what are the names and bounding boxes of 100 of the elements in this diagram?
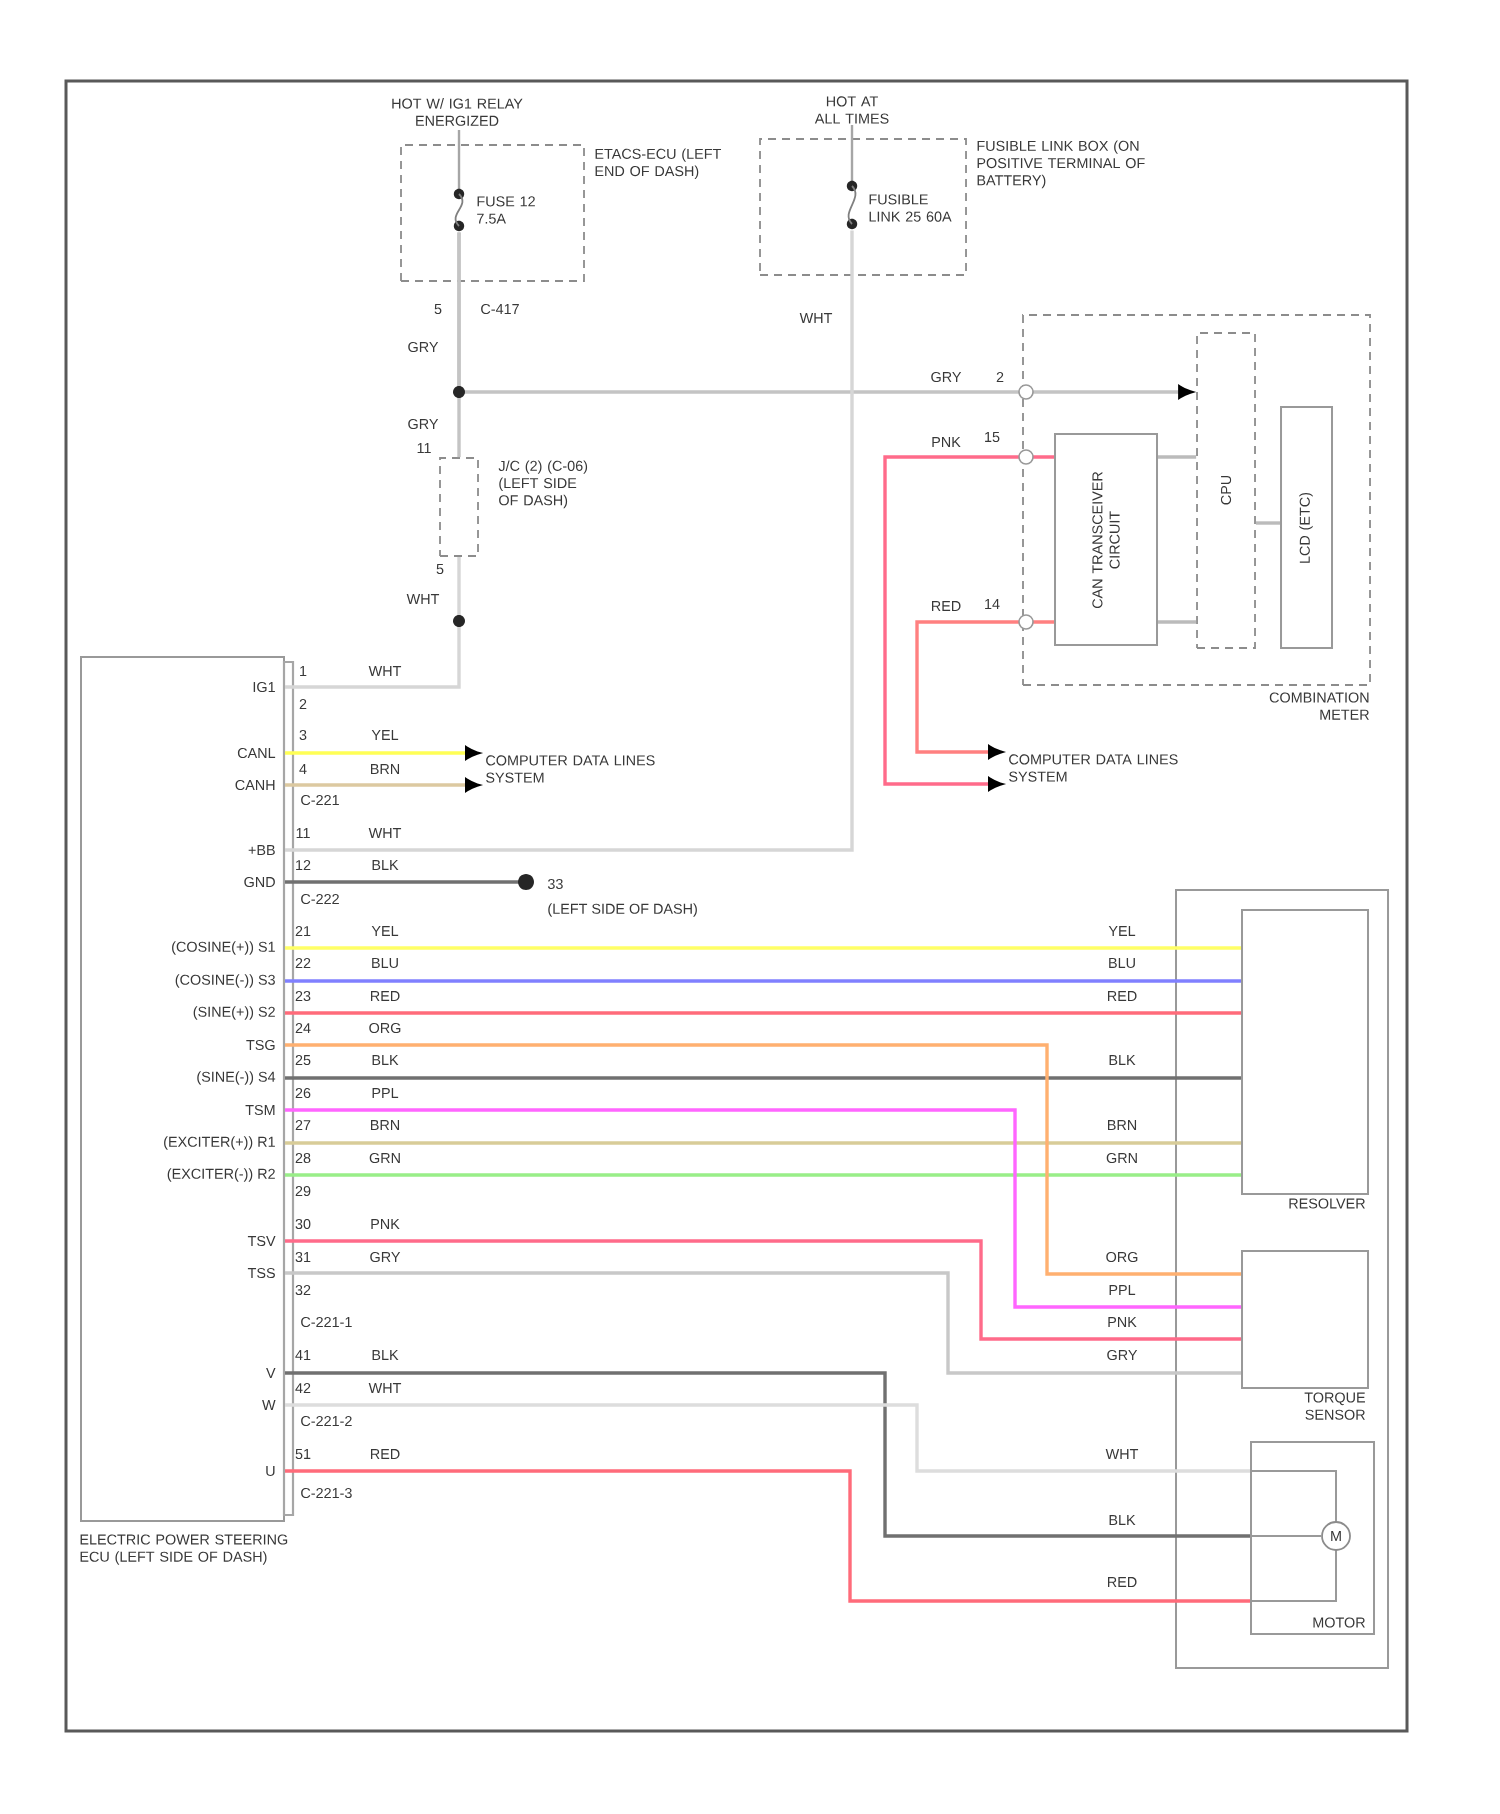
wire-color-label: YEL: [371, 926, 399, 936]
wire-color-label: PNK: [1108, 1317, 1137, 1327]
pin-number: 27: [295, 1120, 311, 1131]
node-label: FUSIBLE LINK BOX (ON POSITIVE TERMINAL OF BATTERY): [977, 140, 1145, 189]
junction-connector: J/C (2) (C-06) (LEFT SIDE OF DASH): [439, 457, 588, 557]
pin-name: TSV: [247, 1235, 276, 1247]
pin-number: 51: [295, 1449, 311, 1460]
node-label: ETACS-ECU (LEFT END OF DASH): [595, 148, 722, 180]
pin-number: 31: [295, 1251, 311, 1263]
connector-id: C-222: [301, 893, 339, 905]
wire: [285, 1011, 1241, 1015]
pin-number: 11: [296, 828, 310, 838]
pin-name: IG1: [253, 681, 275, 693]
wire-color-label: RED: [371, 991, 400, 1001]
wire-color-label: BLK: [372, 1350, 399, 1360]
connector-id: C-221: [301, 794, 339, 806]
fuse: FUSE 12 7.5A: [453, 130, 535, 232]
wire: [285, 1271, 1241, 1375]
pin-number: 28: [295, 1152, 311, 1164]
resolver-box: RESOLVER: [1241, 909, 1369, 1209]
pin-name: CANH: [235, 779, 275, 791]
pin-name: V: [266, 1368, 276, 1378]
wire-color-label: WHT: [368, 828, 402, 838]
sensor-housing: [1175, 889, 1389, 1669]
wire-color-label: BLK: [1109, 1055, 1136, 1065]
wire-color-label: BRN: [371, 764, 400, 774]
pin-name: W: [262, 1400, 276, 1410]
wire-color-label: GRY: [408, 418, 439, 430]
pin-number: 2: [299, 699, 307, 710]
node-label: ELECTRIC POWER STEERING ECU (LEFT SIDE OF DASH): [80, 1534, 288, 1565]
wire-color-label: ORG: [1106, 1251, 1138, 1263]
wire-color-label: YEL: [1108, 926, 1136, 936]
pin-number: 12: [296, 860, 311, 871]
wire-color-label: PNK: [932, 437, 961, 447]
node-label: J/C (2) (C-06) (LEFT SIDE OF DASH): [498, 460, 588, 509]
pin-name: CANL: [237, 747, 276, 759]
wire-color-label: YEL: [371, 730, 399, 740]
wire: [285, 979, 1241, 983]
wire-color-label: BRN: [1108, 1120, 1137, 1130]
pin-name: (SINE(-)) S4: [197, 1071, 276, 1085]
wire: [285, 1173, 1241, 1177]
wire-color-label: WHT: [368, 666, 402, 676]
wire: [285, 556, 461, 689]
wire-color-label: GRN: [1106, 1152, 1137, 1164]
wire: [1158, 620, 1197, 624]
node-label: TORQUE SENSOR: [1304, 1392, 1365, 1420]
pin-name: (SINE(+)) S2: [193, 1006, 275, 1020]
pin-number: 1: [300, 666, 307, 676]
wire-color-label: GRY: [931, 371, 962, 383]
wire-color-label: WHT: [799, 313, 833, 323]
pin-name: (COSINE(+)) S1: [172, 941, 275, 955]
pin-number: 11: [417, 443, 431, 453]
wire: [285, 1403, 1250, 1473]
wire-color-label: BLK: [372, 860, 399, 870]
pin-number: 29: [295, 1185, 311, 1197]
pin-number: 25: [295, 1054, 311, 1066]
power-note: HOT AT ALL TIMES: [814, 96, 889, 124]
wire-color-label: PPL: [1109, 1285, 1136, 1295]
wire: [285, 230, 854, 852]
pin-number: 14: [985, 599, 1000, 609]
pin-name: (COSINE(-)) S3: [175, 974, 275, 988]
wire-color-label: GRY: [370, 1251, 401, 1263]
pin-name: (EXCITER(+)) R1: [164, 1136, 275, 1150]
display-box: LCD (ETC): [1280, 406, 1333, 649]
wire-color-label: RED: [1108, 991, 1137, 1001]
pin-number: 23: [295, 990, 311, 1002]
node-label: FUSE 12 7.5A: [477, 196, 535, 224]
pin-number: 3: [299, 729, 307, 741]
wire: [285, 1141, 1241, 1145]
connector-id: C-417: [481, 303, 519, 315]
wire-color-label: ORG: [369, 1022, 401, 1034]
processor-box: CPU: [1196, 332, 1256, 649]
pin-name: +BB: [248, 845, 275, 855]
wire: [285, 1108, 1241, 1309]
pin-number: 22: [295, 958, 311, 969]
pin-number: 32: [295, 1284, 311, 1296]
wire-color-label: WHT: [368, 1383, 402, 1393]
wire: [285, 1469, 1250, 1603]
wire-color-label: RED: [1108, 1577, 1137, 1587]
pin-number: 15: [985, 432, 1000, 442]
pin-number: 2: [996, 372, 1004, 383]
wire-color-label: BRN: [371, 1120, 400, 1130]
pin-number: 26: [295, 1087, 311, 1099]
pin-number: 30: [295, 1218, 311, 1230]
wire-color-label: GRY: [408, 341, 439, 353]
wire-color-label: WHT: [406, 594, 440, 604]
wire-color-label: RED: [932, 601, 961, 611]
pin-number: 42: [295, 1383, 311, 1394]
pin-number: 4: [299, 764, 307, 774]
pin-number: 41: [295, 1350, 311, 1360]
pin-name: (EXCITER(-)) R2: [167, 1168, 275, 1182]
circuit-box: CAN TRANSCEIVER CIRCUIT: [1054, 433, 1158, 646]
destination-label: COMPUTER DATA LINES SYSTEM: [486, 755, 655, 783]
fusible-link: FUSIBLE LINK 25 60A: [846, 125, 952, 230]
wire-color-label: BLK: [1109, 1515, 1136, 1525]
pin-number: 24: [295, 1023, 311, 1034]
wire: [285, 1043, 1241, 1276]
wire-color-label: BLU: [372, 958, 398, 968]
wire-color-label: GRY: [1107, 1349, 1138, 1361]
ground-point: 33 (LEFT SIDE OF DASH): [547, 878, 697, 917]
